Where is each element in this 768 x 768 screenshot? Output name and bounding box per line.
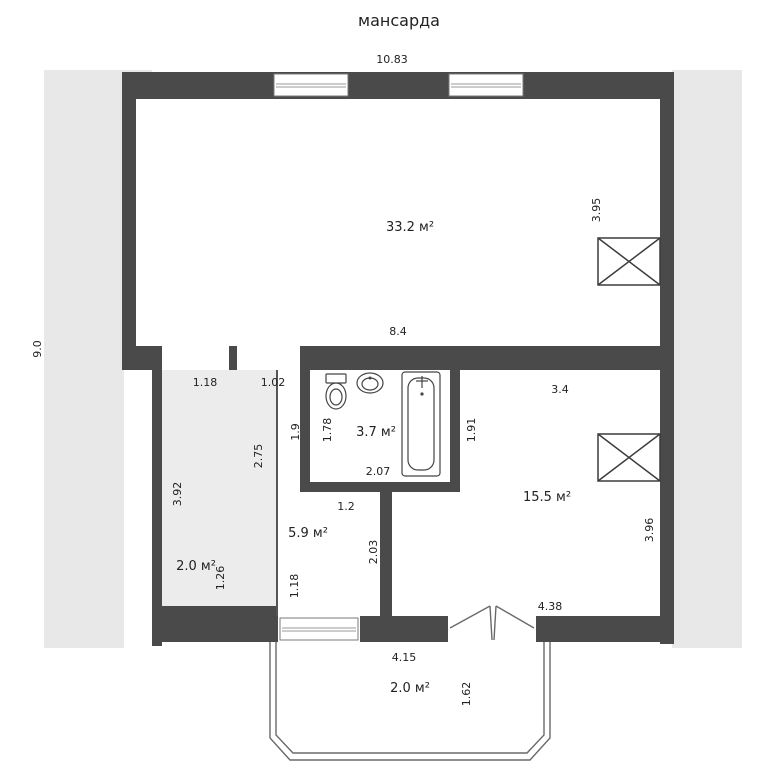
dim-closet-height: 2.75 [252,444,265,469]
skylight-right-room [597,433,661,482]
skylight-top [597,237,661,286]
dim-hall-height: 3.92 [171,482,184,507]
dim-hall-width-b: 1.02 [261,376,286,389]
sink-icon [356,372,384,394]
dim-bath-height-c: 1.91 [465,418,478,443]
dim-balcony-depth: 1.62 [460,682,473,707]
right-side-band [672,70,742,648]
balcony-door [448,605,536,642]
balcony-outline [269,642,551,761]
dim-right-room-width: 3.4 [551,383,569,396]
dim-bath-height-a: 1.9 [289,423,302,441]
area-closet: 2.0 м² [176,559,216,574]
dim-closet-small: 1.26 [214,566,227,591]
bathtub-icon [401,371,441,477]
dim-corridor-height: 2.03 [367,540,380,565]
toilet-icon [325,373,347,410]
area-bathroom: 3.7 м² [356,425,396,440]
dim-right-room-bottom: 4.38 [538,600,563,613]
dim-corridor-small: 1.18 [288,574,301,599]
plan-title: мансарда [358,11,440,30]
closet-floor [162,370,276,606]
bottom-window [279,617,359,641]
dim-bath-width: 2.07 [366,465,391,478]
dim-left-height: 9.0 [31,340,44,358]
dim-big-room-height: 3.95 [590,198,603,223]
dim-bath-height-b: 1.78 [321,418,334,443]
dim-top-width: 10.83 [376,53,408,66]
top-window-left [273,73,349,97]
top-window-right [448,73,524,97]
area-corridor: 5.9 м² [288,526,328,541]
dim-balcony-width: 4.15 [392,651,417,664]
dim-corridor-width: 1.2 [337,500,355,513]
dim-hall-width-a: 1.18 [193,376,218,389]
dim-right-room-height: 3.96 [643,518,656,543]
area-big-room: 33.2 м² [386,220,434,235]
dim-big-room-width: 8.4 [389,325,407,338]
walls [122,72,674,646]
area-right-room: 15.5 м² [523,490,571,505]
area-balcony: 2.0 м² [390,681,430,696]
